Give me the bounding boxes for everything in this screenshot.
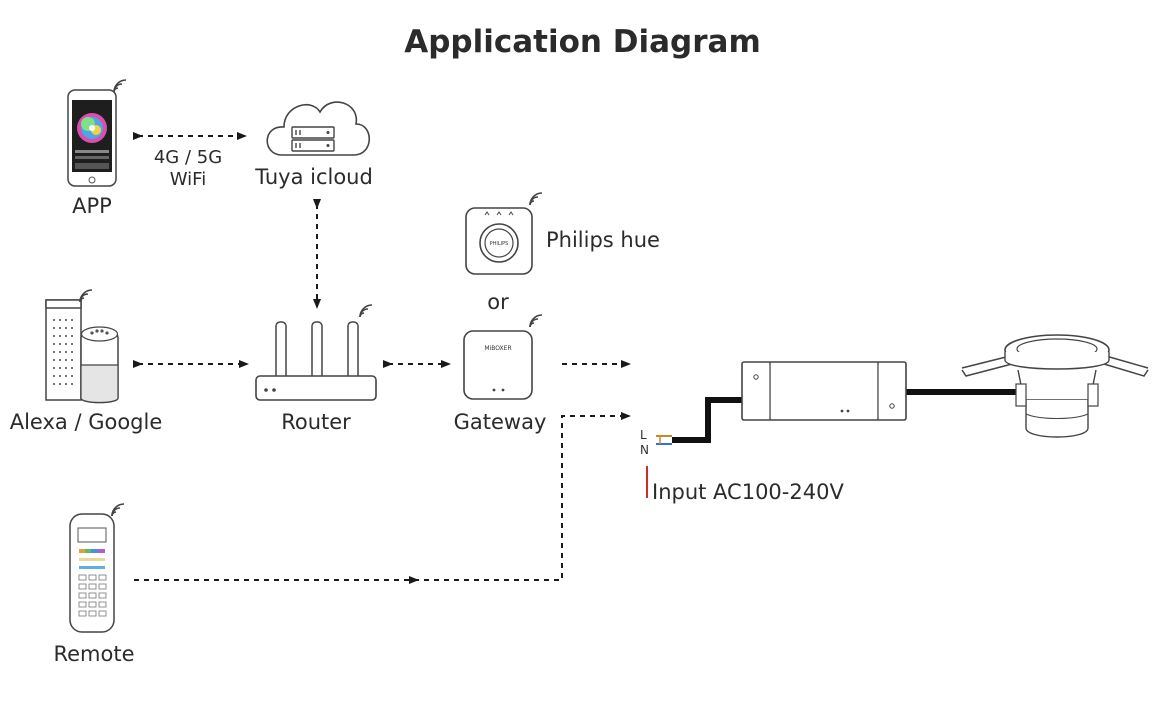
router-label: Router: [281, 410, 351, 434]
input-label: Input AC100-240V: [652, 480, 844, 504]
philips-label: Philips hue: [546, 228, 660, 252]
philips-logo-text: PHILIPS: [490, 241, 509, 247]
gateway-logo-text: MiBOXER: [484, 345, 511, 352]
router-icon: [255, 304, 377, 401]
page-title: Application Diagram: [404, 24, 761, 60]
remote-link-to-driver: [414, 412, 631, 581]
app-label: APP: [72, 194, 112, 218]
or-label: or: [487, 290, 509, 314]
cloud-server-icon: [266, 101, 370, 156]
cloud-label: Tuya icloud: [255, 165, 373, 189]
live-wire-label: L: [640, 428, 647, 442]
gateway-icon: MiBOXER: [463, 314, 543, 400]
phone-icon: [67, 79, 127, 187]
remote-label: Remote: [53, 642, 135, 666]
philips-bridge-icon: PHILIPS: [465, 192, 543, 275]
gateway-label: Gateway: [453, 410, 547, 434]
downlight-icon: [961, 334, 1149, 438]
smart-speaker-icon: [45, 289, 119, 404]
remote-icon: [69, 503, 125, 633]
alexa-label: Alexa / Google: [9, 410, 163, 434]
neutral-wire-label: N: [640, 443, 649, 457]
driver-icon: [646, 361, 1026, 498]
network-label-line1: 4G / 5G: [153, 147, 223, 168]
network-label-line2: WiFi: [169, 169, 207, 190]
